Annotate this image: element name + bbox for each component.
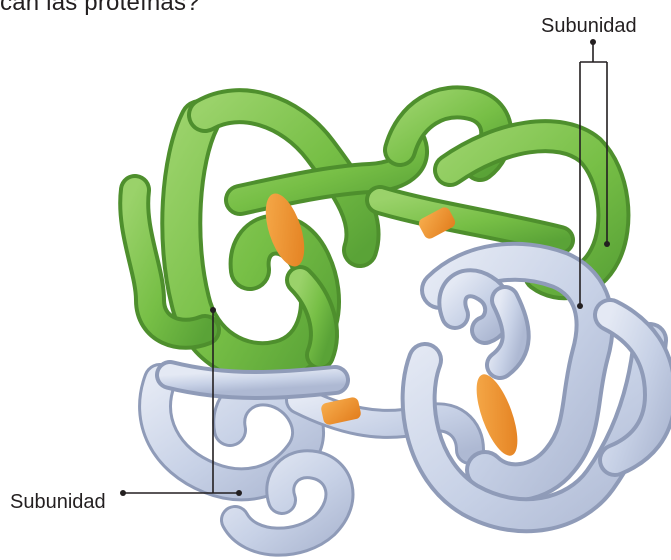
top-label-dot xyxy=(590,39,596,45)
subunit-label-bottom: Subunidad xyxy=(10,490,106,514)
top-left-target-dot xyxy=(577,303,583,309)
subunit-label-top: Subunidad xyxy=(541,14,637,38)
top-right-target-dot xyxy=(604,241,610,247)
bottom-label-dot xyxy=(120,490,126,496)
bottom-up-target-dot xyxy=(210,307,216,313)
green-subunit-tubes xyxy=(134,102,613,362)
bottom-right-target-dot xyxy=(236,490,242,496)
